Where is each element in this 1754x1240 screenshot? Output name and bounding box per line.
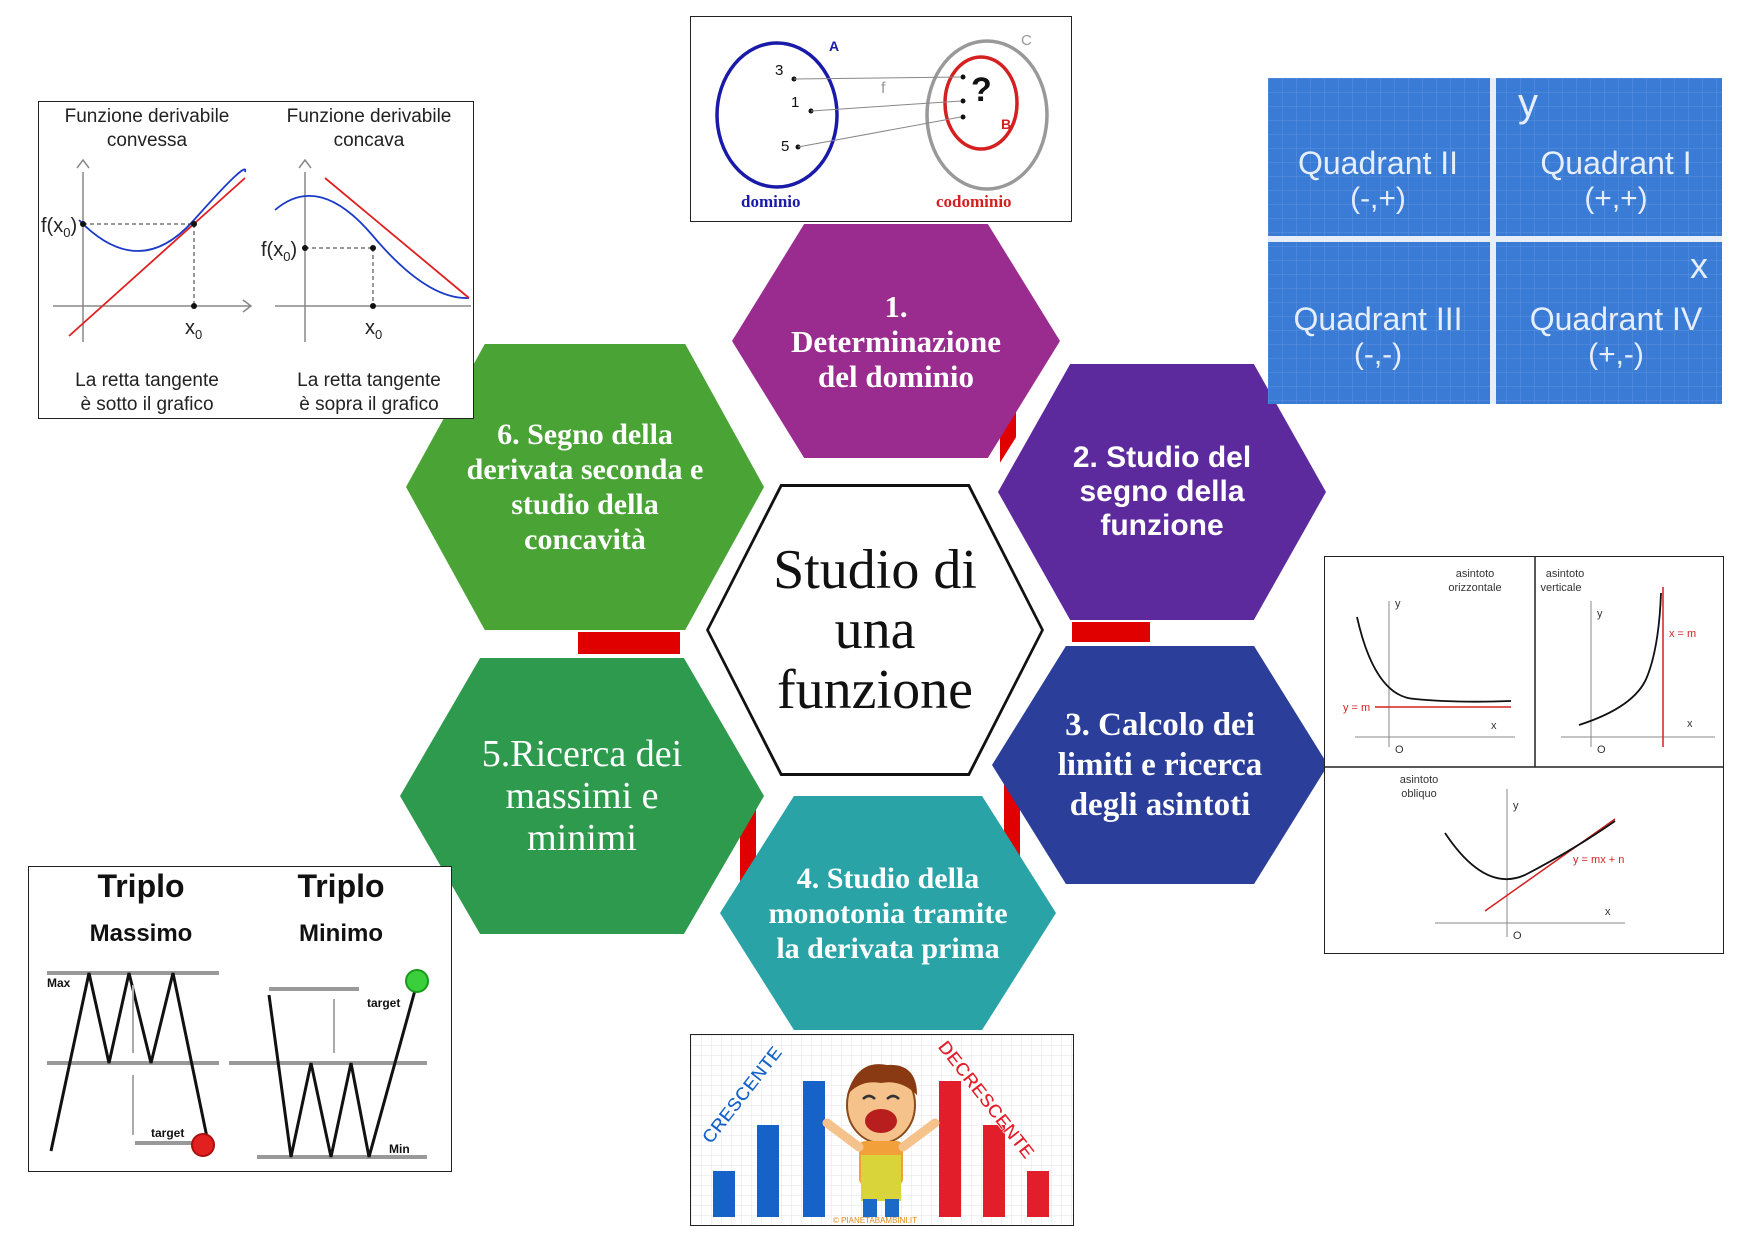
x0-label-left: x0 bbox=[185, 317, 202, 342]
y-equals-mx-n: y = mx + n bbox=[1573, 854, 1624, 866]
element-3: 3 bbox=[775, 62, 783, 79]
v-x-label: x bbox=[1687, 718, 1693, 730]
fx0-label-left: f(x0) bbox=[41, 215, 77, 240]
v-origin-label: O bbox=[1597, 744, 1606, 756]
step-4-hexagon: 4. Studio della monotonia tramite la der… bbox=[720, 796, 1056, 1030]
o-origin-label: O bbox=[1513, 930, 1522, 942]
concave-caption-2: è sopra il grafico bbox=[299, 394, 438, 415]
center-title: Studio di una funzione bbox=[773, 539, 977, 721]
quadrant-1-label: Quadrant I bbox=[1540, 145, 1691, 181]
concave-caption-1: La retta tangente bbox=[297, 370, 441, 391]
h-origin-label: O bbox=[1395, 744, 1404, 756]
question-mark: ? bbox=[971, 71, 992, 109]
connector-5-6 bbox=[578, 632, 680, 654]
step-6-hexagon: 6. Segno della derivata seconda e studio… bbox=[406, 344, 764, 630]
convex-title-1: Funzione derivabile bbox=[65, 106, 230, 127]
x-equals-m: x = m bbox=[1669, 628, 1696, 640]
triple-min-title-2: Minimo bbox=[299, 920, 383, 947]
y-axis-label: y bbox=[1518, 81, 1538, 125]
asymptote-diagram: asintoto orizzontale asintoto verticale … bbox=[1325, 557, 1723, 942]
vertical-title-1: asintoto bbox=[1546, 568, 1585, 580]
step-6-label: 6. Segno della derivata seconda e studio… bbox=[466, 418, 704, 556]
triple-max-title-1: Triplo bbox=[97, 868, 184, 904]
domain-codomain-diagram: 3 1 5 A C B f ? dominio codominio bbox=[715, 32, 1049, 211]
y-equals-m: y = m bbox=[1343, 702, 1370, 714]
set-c-label: C bbox=[1021, 32, 1032, 49]
connector-2-3 bbox=[1072, 622, 1150, 642]
max-label: Max bbox=[47, 976, 71, 990]
h-x-label: x bbox=[1491, 720, 1497, 732]
fx0-label-right: f(x0) bbox=[261, 239, 297, 264]
concave-title-2: concava bbox=[334, 130, 405, 151]
step-5-label: 5.Ricerca dei massimi e minimi bbox=[481, 733, 683, 859]
quadrant-2-signs: (-,+) bbox=[1350, 182, 1406, 215]
horizontal-title-2: orizzontale bbox=[1448, 582, 1501, 594]
step-3-hexagon: 3. Calcolo dei limiti e ricerca degli as… bbox=[992, 646, 1328, 884]
quadrant-4-label: Quadrant IV bbox=[1530, 301, 1703, 337]
quadrant-3-label: Quadrant III bbox=[1294, 301, 1463, 337]
o-y-label: y bbox=[1513, 800, 1519, 812]
convex-caption-2: è sotto il grafico bbox=[80, 394, 213, 415]
step-4-label: 4. Studio della monotonia tramite la der… bbox=[768, 861, 1008, 965]
x0-label-right: x0 bbox=[365, 317, 382, 342]
vertical-title-2: verticale bbox=[1541, 582, 1582, 594]
quadrant-panel: y x Quadrant II (-,+) Quadrant I (+,+) Q… bbox=[1268, 78, 1722, 404]
step-2-hexagon: 2. Studio del segno della funzione bbox=[998, 364, 1326, 620]
codominio-label: codominio bbox=[936, 192, 1012, 211]
quadrant-4-signs: (+,-) bbox=[1588, 338, 1644, 371]
step-2-label: 2. Studio del segno della funzione bbox=[1072, 441, 1252, 542]
triple-max-title-2: Massimo bbox=[90, 920, 193, 947]
convex-title-2: convessa bbox=[107, 130, 188, 151]
asymptote-panel: asintoto orizzontale asintoto verticale … bbox=[1324, 556, 1724, 954]
quadrant-3-signs: (-,-) bbox=[1354, 338, 1402, 371]
step-5-hexagon: 5.Ricerca dei massimi e minimi bbox=[400, 658, 764, 934]
oblique-title-1: asintoto bbox=[1400, 774, 1439, 786]
credit-label: © PIANETABAMBINI.IT bbox=[833, 1216, 917, 1225]
set-a-label: A bbox=[829, 38, 839, 54]
o-x-label: x bbox=[1605, 906, 1611, 918]
cartoon-child-icon bbox=[822, 1064, 940, 1217]
dominio-label: dominio bbox=[741, 192, 801, 211]
concave-title-1: Funzione derivabile bbox=[287, 106, 452, 127]
x-axis-label: x bbox=[1690, 245, 1708, 286]
min-label: Min bbox=[389, 1142, 410, 1156]
triple-min-title-1: Triplo bbox=[297, 868, 384, 904]
monotone-panel: CRESCENTE DECRESCENTE © PIANETABAMBINI.I… bbox=[690, 1034, 1074, 1226]
quadrant-1-signs: (+,+) bbox=[1584, 182, 1647, 215]
oblique-title-2: obliquo bbox=[1401, 788, 1436, 800]
set-b-label: B bbox=[1001, 116, 1011, 132]
triple-max-min-diagram: Triplo Massimo Triplo Minimo Max Min tar… bbox=[47, 868, 429, 1159]
target-label-max: target bbox=[151, 1126, 184, 1140]
v-y-label: y bbox=[1597, 608, 1603, 620]
step-1-label: 1. Determinazione del dominio bbox=[790, 288, 1002, 394]
center-hexagon: Studio di una funzione bbox=[709, 487, 1041, 773]
element-1: 1 bbox=[791, 94, 799, 111]
step-1-hexagon: 1. Determinazione del dominio bbox=[732, 224, 1060, 458]
horizontal-title-1: asintoto bbox=[1456, 568, 1495, 580]
domain-codomain-panel: 3 1 5 A C B f ? dominio codominio bbox=[690, 16, 1072, 222]
function-f-label: f bbox=[881, 80, 886, 97]
convex-caption-1: La retta tangente bbox=[75, 370, 219, 391]
concavity-diagram: Funzione derivabile convessa Funzione de… bbox=[41, 106, 471, 415]
quadrant-2-label: Quadrant II bbox=[1298, 145, 1458, 181]
concavity-panel: Funzione derivabile convessa Funzione de… bbox=[38, 101, 474, 419]
h-y-label: y bbox=[1395, 598, 1401, 610]
element-5: 5 bbox=[781, 138, 789, 155]
triple-max-min-panel: Triplo Massimo Triplo Minimo Max Min tar… bbox=[28, 866, 452, 1172]
monotone-diagram: CRESCENTE DECRESCENTE © PIANETABAMBINI.I… bbox=[691, 1035, 1073, 1225]
step-3-label: 3. Calcolo dei limiti e ricerca degli as… bbox=[1057, 707, 1263, 823]
quadrant-diagram: y x Quadrant II (-,+) Quadrant I (+,+) Q… bbox=[1268, 78, 1722, 404]
target-label-min: target bbox=[367, 996, 400, 1010]
